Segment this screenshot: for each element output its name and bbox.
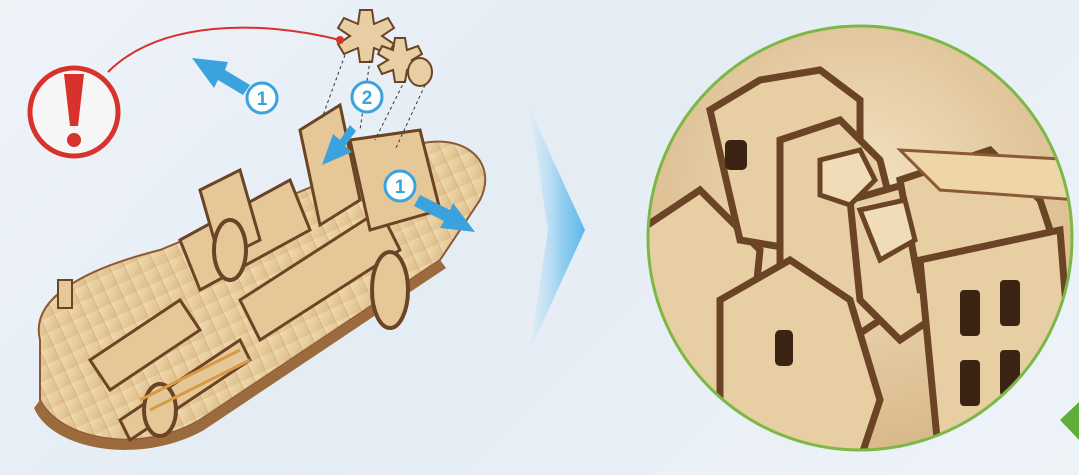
step-number: 1	[395, 177, 406, 198]
step-number: 2	[362, 88, 373, 109]
step-number: 1	[257, 89, 268, 110]
zoom-detail-view	[640, 26, 1079, 470]
step-badge-2: 2	[352, 82, 382, 112]
ship-model	[34, 105, 485, 450]
green-corner-marker-icon	[1060, 402, 1079, 440]
arrow-up-left-icon	[192, 58, 250, 95]
step-badge-1-top: 1	[247, 83, 277, 113]
exclamation-warning-icon	[30, 68, 118, 156]
step-badge-1-right: 1	[385, 171, 415, 201]
chevron-right-arrow-icon	[530, 110, 585, 350]
gear-part	[338, 10, 432, 86]
